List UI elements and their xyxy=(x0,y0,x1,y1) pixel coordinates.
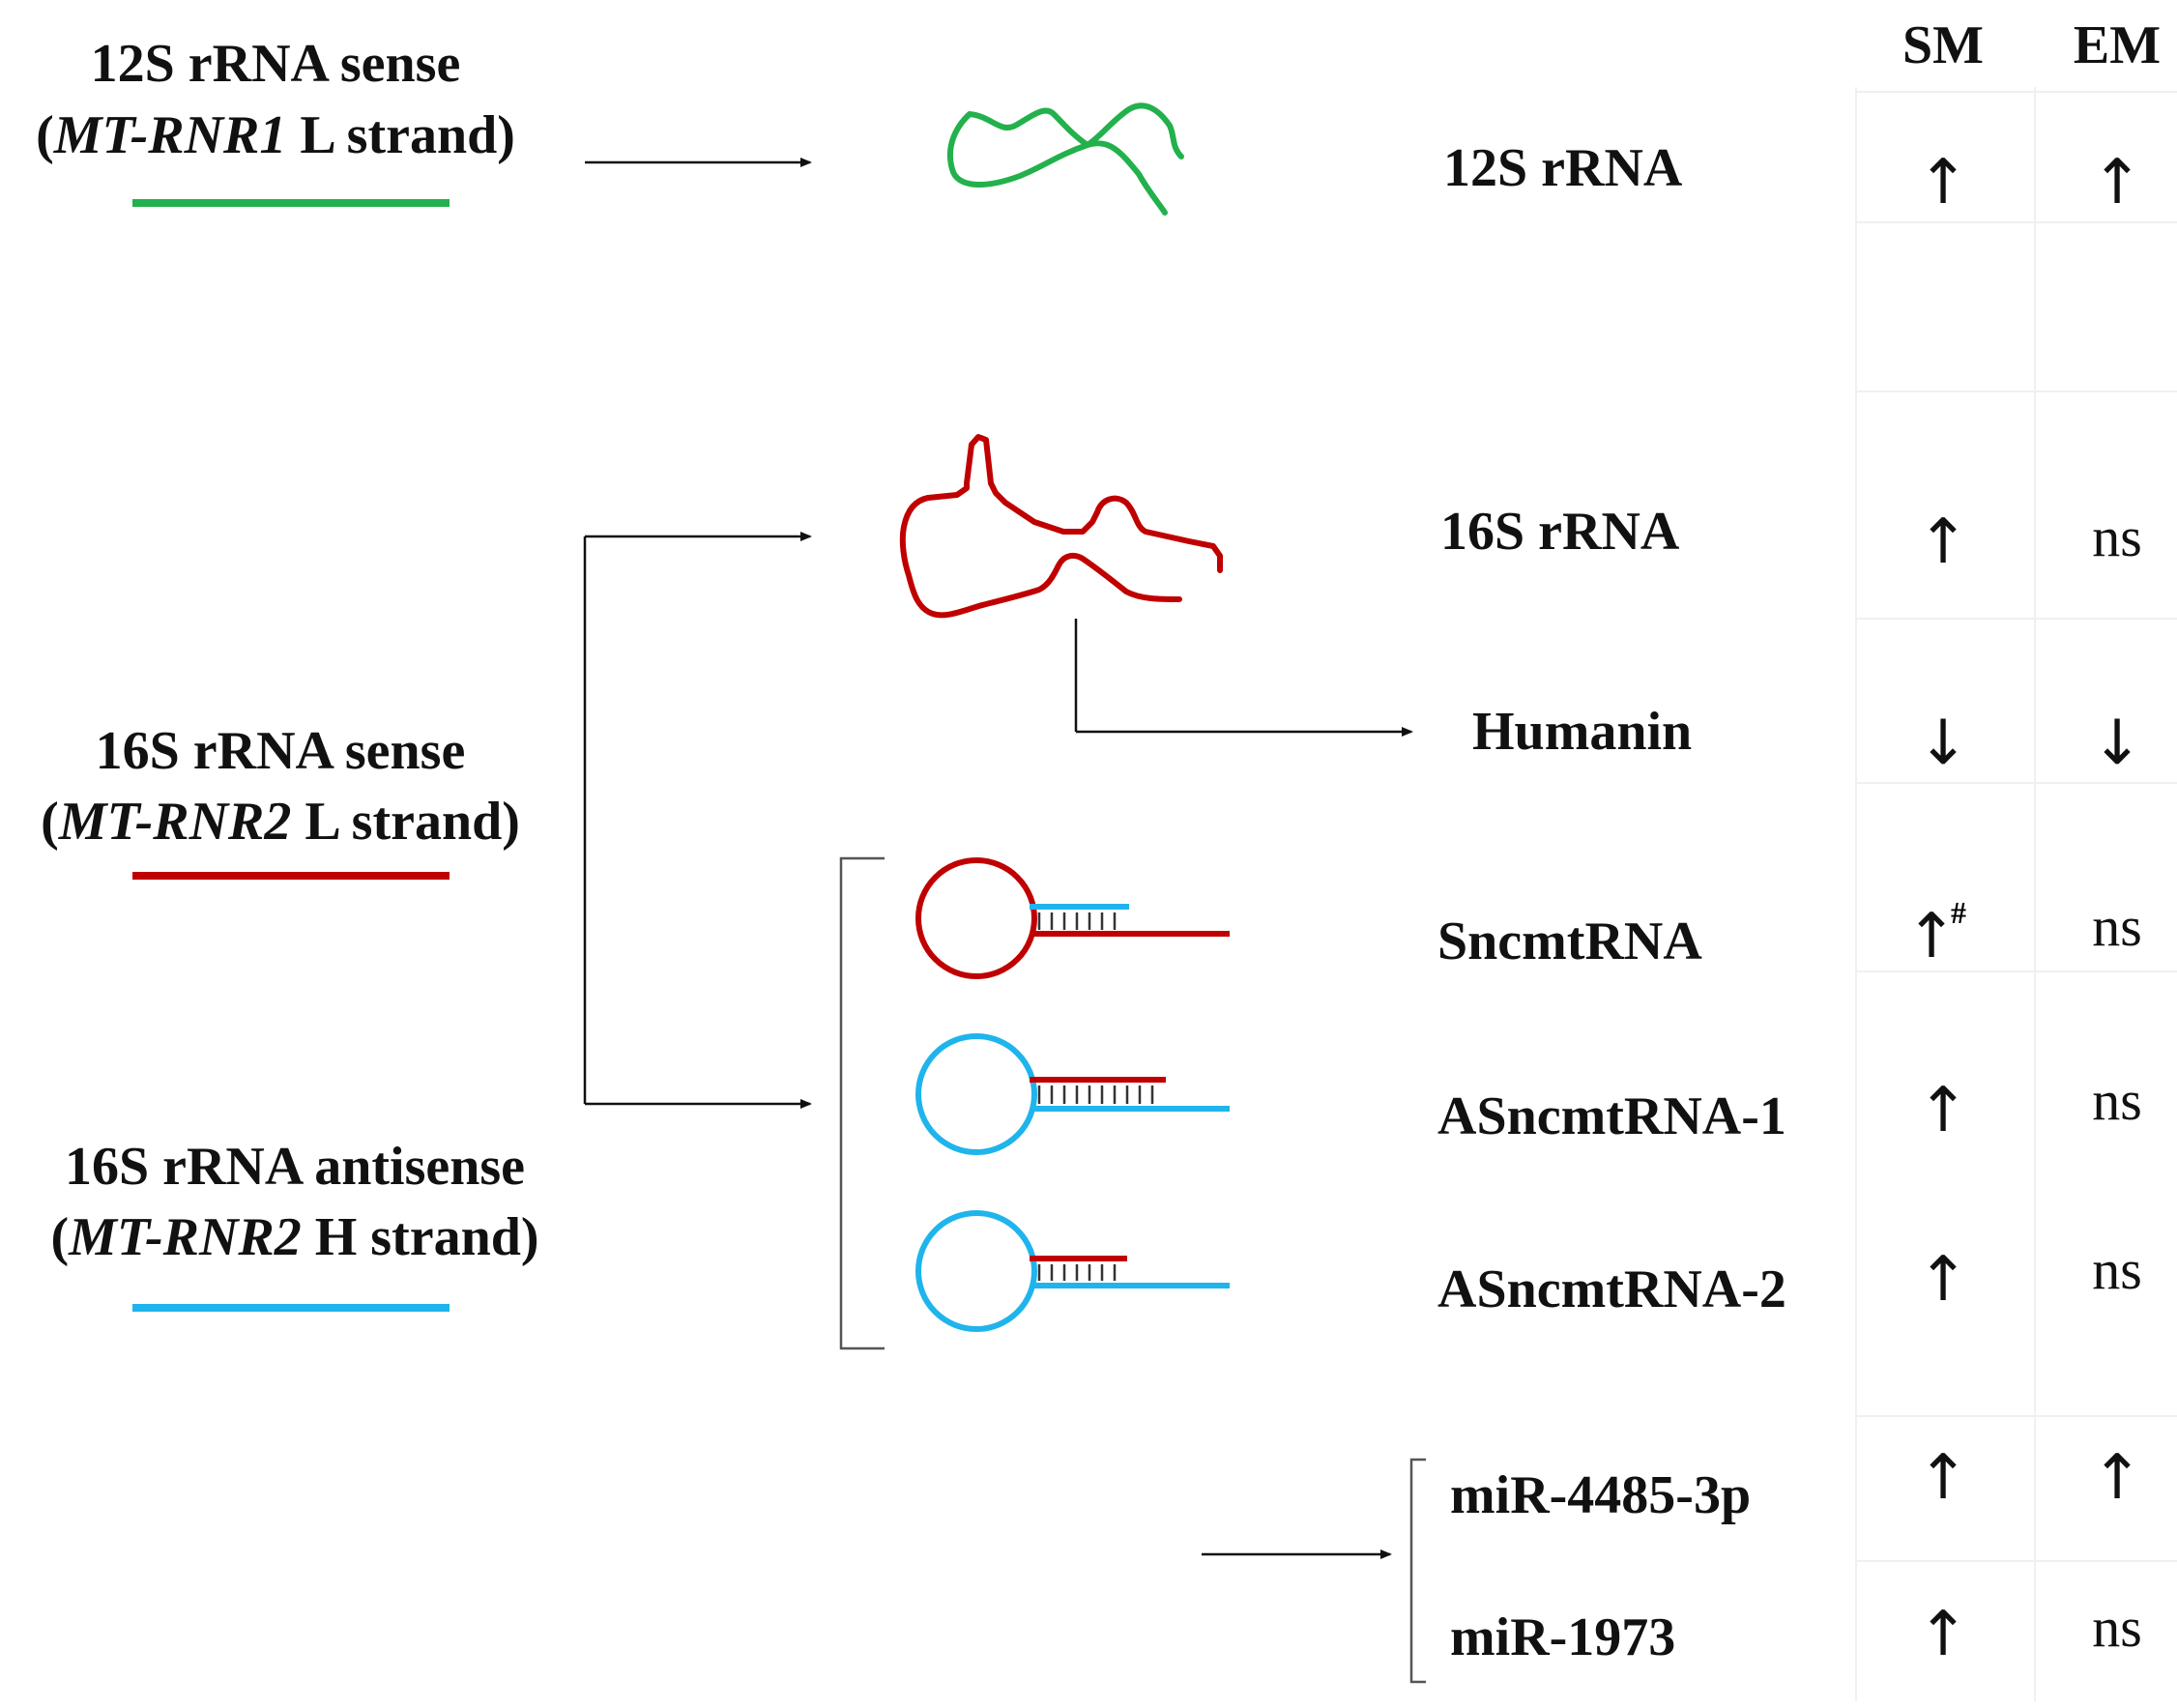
sm-value: ↑ xyxy=(1917,147,1969,218)
asncmtrna1-basepairs xyxy=(1037,1086,1154,1104)
em-value: ns xyxy=(2092,895,2142,958)
rna-12s-structure xyxy=(946,102,1184,216)
source-16s-sense-title: 16S rRNA sense xyxy=(96,721,466,781)
source-16s-antisense-title: 16S rRNA antisense xyxy=(65,1137,525,1197)
sncmtrna-basepairs xyxy=(1037,912,1117,930)
row-12s-rrna: 12S rRNA ↑ ↑ xyxy=(1443,138,2143,218)
rna-label: 16S rRNA xyxy=(1440,502,1680,562)
sm-value: ↑ xyxy=(1917,1075,1969,1146)
row-sncmtrna: SncmtRNA ↑ # ns xyxy=(1437,895,2142,972)
source-12s-gene-line: (MT-RNR1 L strand) xyxy=(36,105,515,165)
source-12s-title: 12S rRNA sense xyxy=(91,34,461,94)
source-16s-antisense: 16S rRNA antisense (MT-RNR2 H strand) xyxy=(50,1137,539,1312)
sm-value: ↓ xyxy=(1917,708,1969,779)
em-value: ↑ xyxy=(2091,147,2143,218)
rna-label: miR-1973 xyxy=(1450,1607,1675,1667)
table-background xyxy=(1855,87,2177,1701)
row-mir-1973: miR-1973 ↑ ns xyxy=(1450,1596,2142,1670)
source-16s-sense-gene-line: (MT-RNR2 L strand) xyxy=(41,792,520,852)
source-12s-sense: 12S rRNA sense (MT-RNR1 L strand) xyxy=(36,34,515,207)
rna-label: ASncmtRNA-2 xyxy=(1437,1259,1786,1319)
rna-label: miR-4485-3p xyxy=(1450,1465,1751,1525)
asncmtrna2-loop xyxy=(915,1210,1037,1332)
rna-label: ASncmtRNA-1 xyxy=(1437,1086,1786,1146)
row-asncmtrna-1: ASncmtRNA-1 ↑ ns xyxy=(1437,1069,2142,1146)
row-asncmtrna-2: ASncmtRNA-2 ↑ ns xyxy=(1437,1238,2142,1319)
sm-value: ↑ xyxy=(1917,1442,1969,1514)
rna-16s-structure xyxy=(899,434,1223,619)
em-value: ns xyxy=(2092,506,2142,568)
sncmtrna-loop xyxy=(915,857,1037,979)
rna-label: 12S rRNA xyxy=(1443,138,1683,198)
rna-label: SncmtRNA xyxy=(1437,912,1702,971)
sm-value: ↑ xyxy=(1917,1599,1969,1670)
em-value: ns xyxy=(2092,1238,2142,1301)
connectors xyxy=(583,158,1413,1559)
em-value: ns xyxy=(2092,1069,2142,1132)
row-mir-4485-3p: miR-4485-3p ↑ ↑ xyxy=(1450,1442,2143,1525)
rna-asncmtrna2-structure xyxy=(915,1210,1230,1332)
column-header-em: EM xyxy=(2074,15,2161,75)
column-header-sm: SM xyxy=(1902,15,1984,75)
rna-sncmtrna-structure xyxy=(915,857,1230,979)
row-humanin: Humanin ↓ ↓ xyxy=(1472,702,2143,779)
sm-value: ↑ xyxy=(1917,1244,1969,1316)
ncmtrna-bracket xyxy=(839,856,885,1350)
sm-value: ↑ xyxy=(1905,901,1958,972)
mirna-bracket xyxy=(1409,1458,1426,1684)
rna-label: Humanin xyxy=(1472,702,1692,762)
row-16s-rrna: 16S rRNA ↑ ns xyxy=(1440,502,2142,578)
sm-value: ↑ xyxy=(1917,507,1969,578)
em-value: ↑ xyxy=(2091,1442,2143,1514)
asncmtrna2-basepairs xyxy=(1037,1264,1117,1281)
source-16s-antisense-gene-line: (MT-RNR2 H strand) xyxy=(50,1207,538,1267)
em-value: ↓ xyxy=(2091,708,2143,779)
rna-asncmtrna1-structure xyxy=(915,1033,1230,1155)
sm-value-superscript: # xyxy=(1951,895,1966,930)
asncmtrna1-loop xyxy=(915,1033,1037,1155)
em-value: ns xyxy=(2092,1596,2142,1659)
source-16s-sense: 16S rRNA sense (MT-RNR2 L strand) xyxy=(41,721,520,880)
